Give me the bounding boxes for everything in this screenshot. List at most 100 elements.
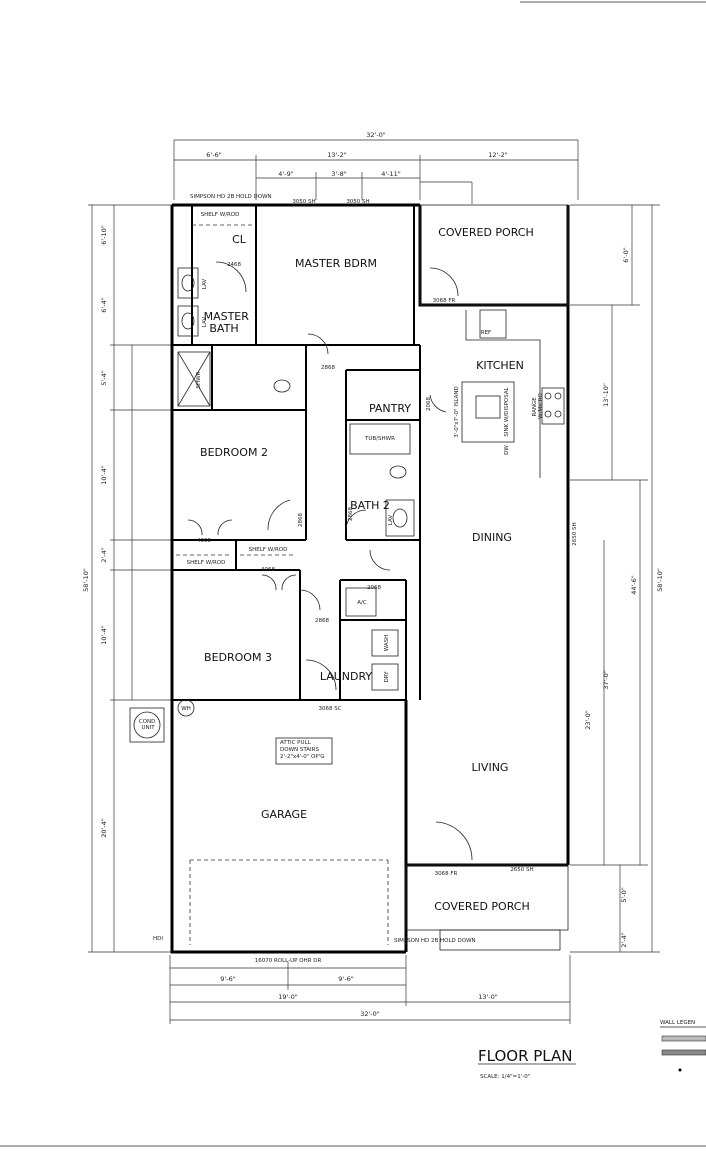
dim-bottom-1: 9'-6" (220, 975, 235, 983)
dim-right-1: 6'-0" (622, 247, 630, 262)
bath-fixtures (177, 267, 415, 537)
dim-top-seg-3: 12'-2" (488, 151, 508, 159)
room-master-bath: MASTER BATH (204, 310, 253, 335)
shelf-lines (176, 224, 389, 945)
attic-line-1: ATTIC PULL (280, 740, 312, 746)
room-dining: DINING (472, 531, 512, 544)
attic-line-3: 2'-2"x4'-0" OP'G (280, 754, 324, 760)
room-bath-2: BATH 2 (350, 499, 390, 512)
note-door-3068-fr-top: 3068 FR (433, 298, 456, 304)
note-hdi: HDI (153, 936, 163, 942)
door-swings (187, 261, 473, 861)
drawing-title: FLOOR PLAN (478, 1047, 572, 1065)
note-window-3050-b: 3050 SH (346, 199, 369, 205)
cond-line-2: UNIT (141, 725, 155, 731)
range-line-2: W/MICRO (538, 393, 544, 419)
note-lav-c: LAV (388, 515, 394, 526)
laundry-fixtures (345, 587, 399, 691)
dim-overall-top: 32'-0" (366, 131, 386, 139)
room-closet: CL (232, 233, 247, 246)
range-line-1: RANGE (532, 397, 538, 417)
dim-window-3: 4'-11" (381, 170, 401, 178)
room-bedroom-3: BEDROOM 3 (204, 651, 272, 664)
note-attic: ATTIC PULL DOWN STAIRS 2'-2"x4'-0" OP'G (280, 740, 324, 760)
room-kitchen: KITCHEN (476, 359, 524, 372)
note-shelf-3: SHELF W/ROD (249, 547, 288, 553)
cond-unit-pad (129, 707, 165, 743)
wall-legend-swatches (660, 1026, 706, 1072)
dim-right-4: 37'-0" (602, 670, 610, 690)
room-pantry: PANTRY (369, 402, 411, 415)
dim-bottom-2: 9'-6" (338, 975, 353, 983)
note-sink: SINK W/DISPOSAL (504, 386, 510, 436)
dim-window-2: 3'-8" (331, 170, 346, 178)
note-door-4068-a: 4068 (197, 538, 211, 544)
note-tub: TUB/SHWR (364, 436, 395, 442)
dim-right-2: 13'-10" (602, 383, 610, 407)
note-cond-unit: COND UNIT (139, 719, 157, 731)
dim-overall-bottom: 32'-0" (360, 1010, 380, 1018)
cond-line-1: COND (139, 719, 156, 725)
room-garage: GARAGE (261, 808, 307, 821)
dim-right-7: 2'-4" (620, 932, 628, 947)
left-dimensions (88, 204, 172, 953)
note-lav-b: LAV (202, 317, 208, 328)
dim-right-3: 44'-6" (630, 575, 638, 595)
note-door-4068-b: 4068 (261, 567, 275, 573)
note-door-2468: 2468 (227, 262, 241, 268)
water-heater-symbol (177, 699, 195, 717)
garage-door-label: 16070 ROLL-UP OHR DR (255, 958, 322, 964)
dim-top-seg-1: 6'-6" (206, 151, 221, 159)
note-hold-down-1: SIMPSON HD 2B HOLD DOWN (190, 194, 272, 200)
note-door-2068-pantry: 2068 (426, 397, 432, 411)
note-island: 3'-0"x7'-0" ISLAND (454, 386, 460, 437)
note-dry: DRY (384, 671, 390, 683)
wall-legend-header: WALL LEGEN (660, 1020, 695, 1026)
note-dw: DW (504, 445, 510, 455)
attic-line-2: DOWN STAIRS (280, 747, 319, 753)
master-bath-line-1: MASTER (204, 310, 250, 323)
note-door-2868-b: 2868 (298, 513, 304, 527)
kitchen-fixtures (461, 309, 565, 478)
note-range: RANGE W/MICRO (532, 393, 544, 419)
dim-right-6: 5'-0" (620, 887, 628, 902)
right-dimensions (570, 204, 660, 953)
interior-walls (172, 205, 421, 701)
note-shwr: SHWR (196, 371, 202, 388)
dim-left-1: 6'-10" (100, 225, 108, 245)
porch-outlines (405, 204, 569, 951)
dim-left-7: 20'-4" (100, 818, 108, 838)
room-laundry: LAUNDRY (320, 670, 373, 683)
note-ref: REF (481, 330, 491, 336)
dim-window-1: 4'-9" (278, 170, 293, 178)
master-bath-line-2: BATH (209, 322, 238, 335)
room-covered-porch-top: COVERED PORCH (438, 226, 534, 239)
dim-top-seg-2: 13'-2" (327, 151, 347, 159)
note-wh: WH (181, 706, 191, 712)
note-door-2868-a: 2868 (321, 365, 335, 371)
room-bedroom-2: BEDROOM 2 (200, 446, 268, 459)
note-window-3050-a: 3050 SH (292, 199, 315, 205)
room-covered-porch-bottom: COVERED PORCH (434, 900, 530, 913)
note-door-3068-fr-bottom: 3068 FR (435, 871, 458, 877)
dim-left-5: 2'-4" (100, 547, 108, 562)
note-door-2868-c: 2868 (348, 507, 354, 521)
dim-left-3: 5'-4" (100, 370, 108, 385)
drawing-scale: SCALE: 1/4"=1'-0" (480, 1074, 530, 1080)
note-wash: WASH (384, 635, 390, 652)
room-master-bdrm: MASTER BDRM (295, 257, 377, 270)
dim-left-6: 10'-4" (100, 625, 108, 645)
dim-right-overall: 58'-10" (656, 568, 664, 592)
note-door-2868-d: 2868 (315, 618, 329, 624)
note-door-3068-sc: 3068 SC (318, 706, 341, 712)
note-window-2650: 2650 SH (572, 522, 578, 545)
dim-right-5: 23'-0" (584, 710, 592, 730)
top-dimensions (173, 139, 579, 204)
note-shelf-1: SHELF W/ROD (201, 212, 240, 218)
dim-bottom-mid-2: 13'-0" (478, 993, 498, 1001)
note-lav-a: LAV (202, 279, 208, 290)
bottom-dimensions (169, 955, 571, 1024)
attic-hatch-box (275, 737, 333, 765)
